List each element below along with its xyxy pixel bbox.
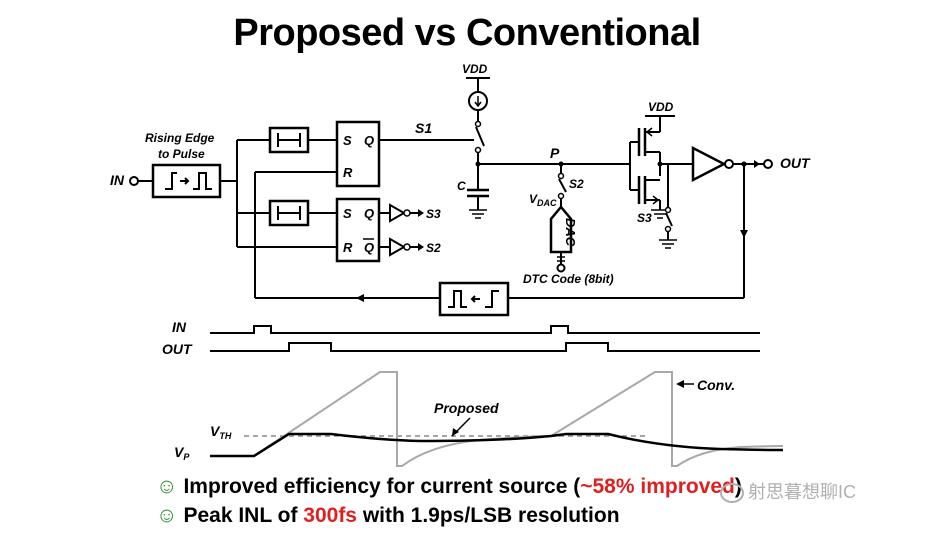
sr2-r: R <box>343 240 353 255</box>
vdd-inv-label: VDD <box>648 100 674 114</box>
s3-output-label: S3 <box>426 207 441 221</box>
s2-label: S2 <box>569 177 584 191</box>
watermark: 射思暮想聊IC <box>720 478 856 504</box>
output-inverter <box>691 145 727 183</box>
edge-block-label-1: Rising Edge <box>145 131 215 145</box>
node-p-label: P <box>550 145 560 161</box>
cap-label: C <box>457 179 466 193</box>
edge-block-label-2: to Pulse <box>158 147 205 161</box>
smiley-icon: ☺ <box>156 504 178 527</box>
sr2-s: S <box>343 206 352 221</box>
bullet-efficiency: ☺Improved efficiency for current source … <box>156 475 742 498</box>
output-label: OUT <box>780 155 811 171</box>
bullet-list: ☺Improved efficiency for current source … <box>156 472 742 530</box>
buffer-s2 <box>389 237 407 257</box>
sr1-q: Q <box>364 133 374 148</box>
proposed-waveform <box>210 432 784 458</box>
s3-label: S3 <box>637 211 652 225</box>
in-waveform <box>210 325 760 334</box>
s1-label: S1 <box>415 120 432 136</box>
input-label: IN <box>110 172 125 188</box>
wechat-icon <box>720 483 744 504</box>
dtc-code-label: DTC Code (8bit) <box>523 272 614 286</box>
pulse-to-edge-icon <box>448 290 499 308</box>
sr1-s: S <box>343 133 352 148</box>
sr1-r: R <box>343 165 353 180</box>
out-waveform <box>210 342 760 352</box>
switch-s1 <box>475 126 485 147</box>
vth-label: VTH <box>210 423 232 441</box>
wave-in-label: IN <box>172 319 187 335</box>
vdd-top-label: VDD <box>462 62 488 76</box>
wave-out-label: OUT <box>162 341 193 357</box>
vp-label: VP <box>174 444 190 462</box>
bullet-inl: ☺Peak INL of 300fs with 1.9ps/LSB resolu… <box>156 504 620 527</box>
buffer-s3 <box>389 203 407 223</box>
sr-latch-1 <box>335 120 381 188</box>
switch-s2 <box>558 178 567 193</box>
s2-output-label: S2 <box>426 241 441 255</box>
dac-label: DAC <box>563 218 578 247</box>
sr2-qb: Q <box>364 240 374 255</box>
input-terminal <box>129 176 139 186</box>
switch-s3 <box>665 212 673 227</box>
page-title: Proposed vs Conventional <box>233 12 701 54</box>
proposed-label: Proposed <box>434 400 499 416</box>
vdac-label: VDAC <box>529 192 557 208</box>
smiley-icon: ☺ <box>156 475 178 498</box>
conv-label: Conv. <box>697 377 735 393</box>
sr-latch-2 <box>335 197 381 263</box>
edge-to-pulse-icon <box>165 172 212 190</box>
sr2-q: Q <box>364 206 374 221</box>
output-terminal <box>763 159 773 169</box>
